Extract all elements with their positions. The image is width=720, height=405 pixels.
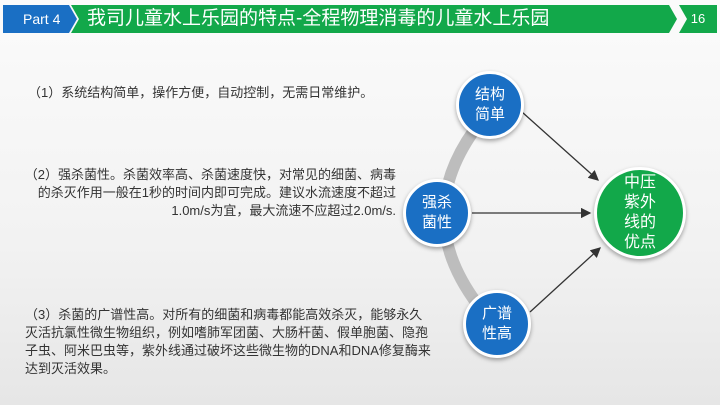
arrow-1: [521, 111, 599, 181]
header: Part 4 我司儿童水上乐园的特点-全程物理消毒的儿童水上乐园 16: [3, 5, 717, 33]
point-1: （1）系统结构简单，操作方便，自动控制，无需日常维护。: [28, 85, 374, 100]
circle-simple-structure: 结构 简单: [456, 71, 524, 139]
part-label: Part 4: [3, 5, 77, 33]
circle-broad-spectrum: 广谱 性高: [463, 290, 531, 358]
page-title: 我司儿童水上乐园的特点-全程物理消毒的儿童水上乐园: [71, 5, 677, 33]
circle-strong-sterilization: 强杀 菌性: [403, 179, 471, 247]
circle-uv-advantages: 中压 紫外 线的 优点: [594, 167, 686, 259]
arrow-3: [529, 247, 601, 313]
point-3: （3）杀菌的广谱性高。对所有的细菌和病毒都能高效杀灭，能够永久灭活抗氯性微生物组…: [25, 307, 431, 376]
point-2: （2）强杀菌性。杀菌效率高、杀菌速度快，对常见的细菌、病毒的杀灭作用一般在1秒的…: [24, 167, 396, 218]
